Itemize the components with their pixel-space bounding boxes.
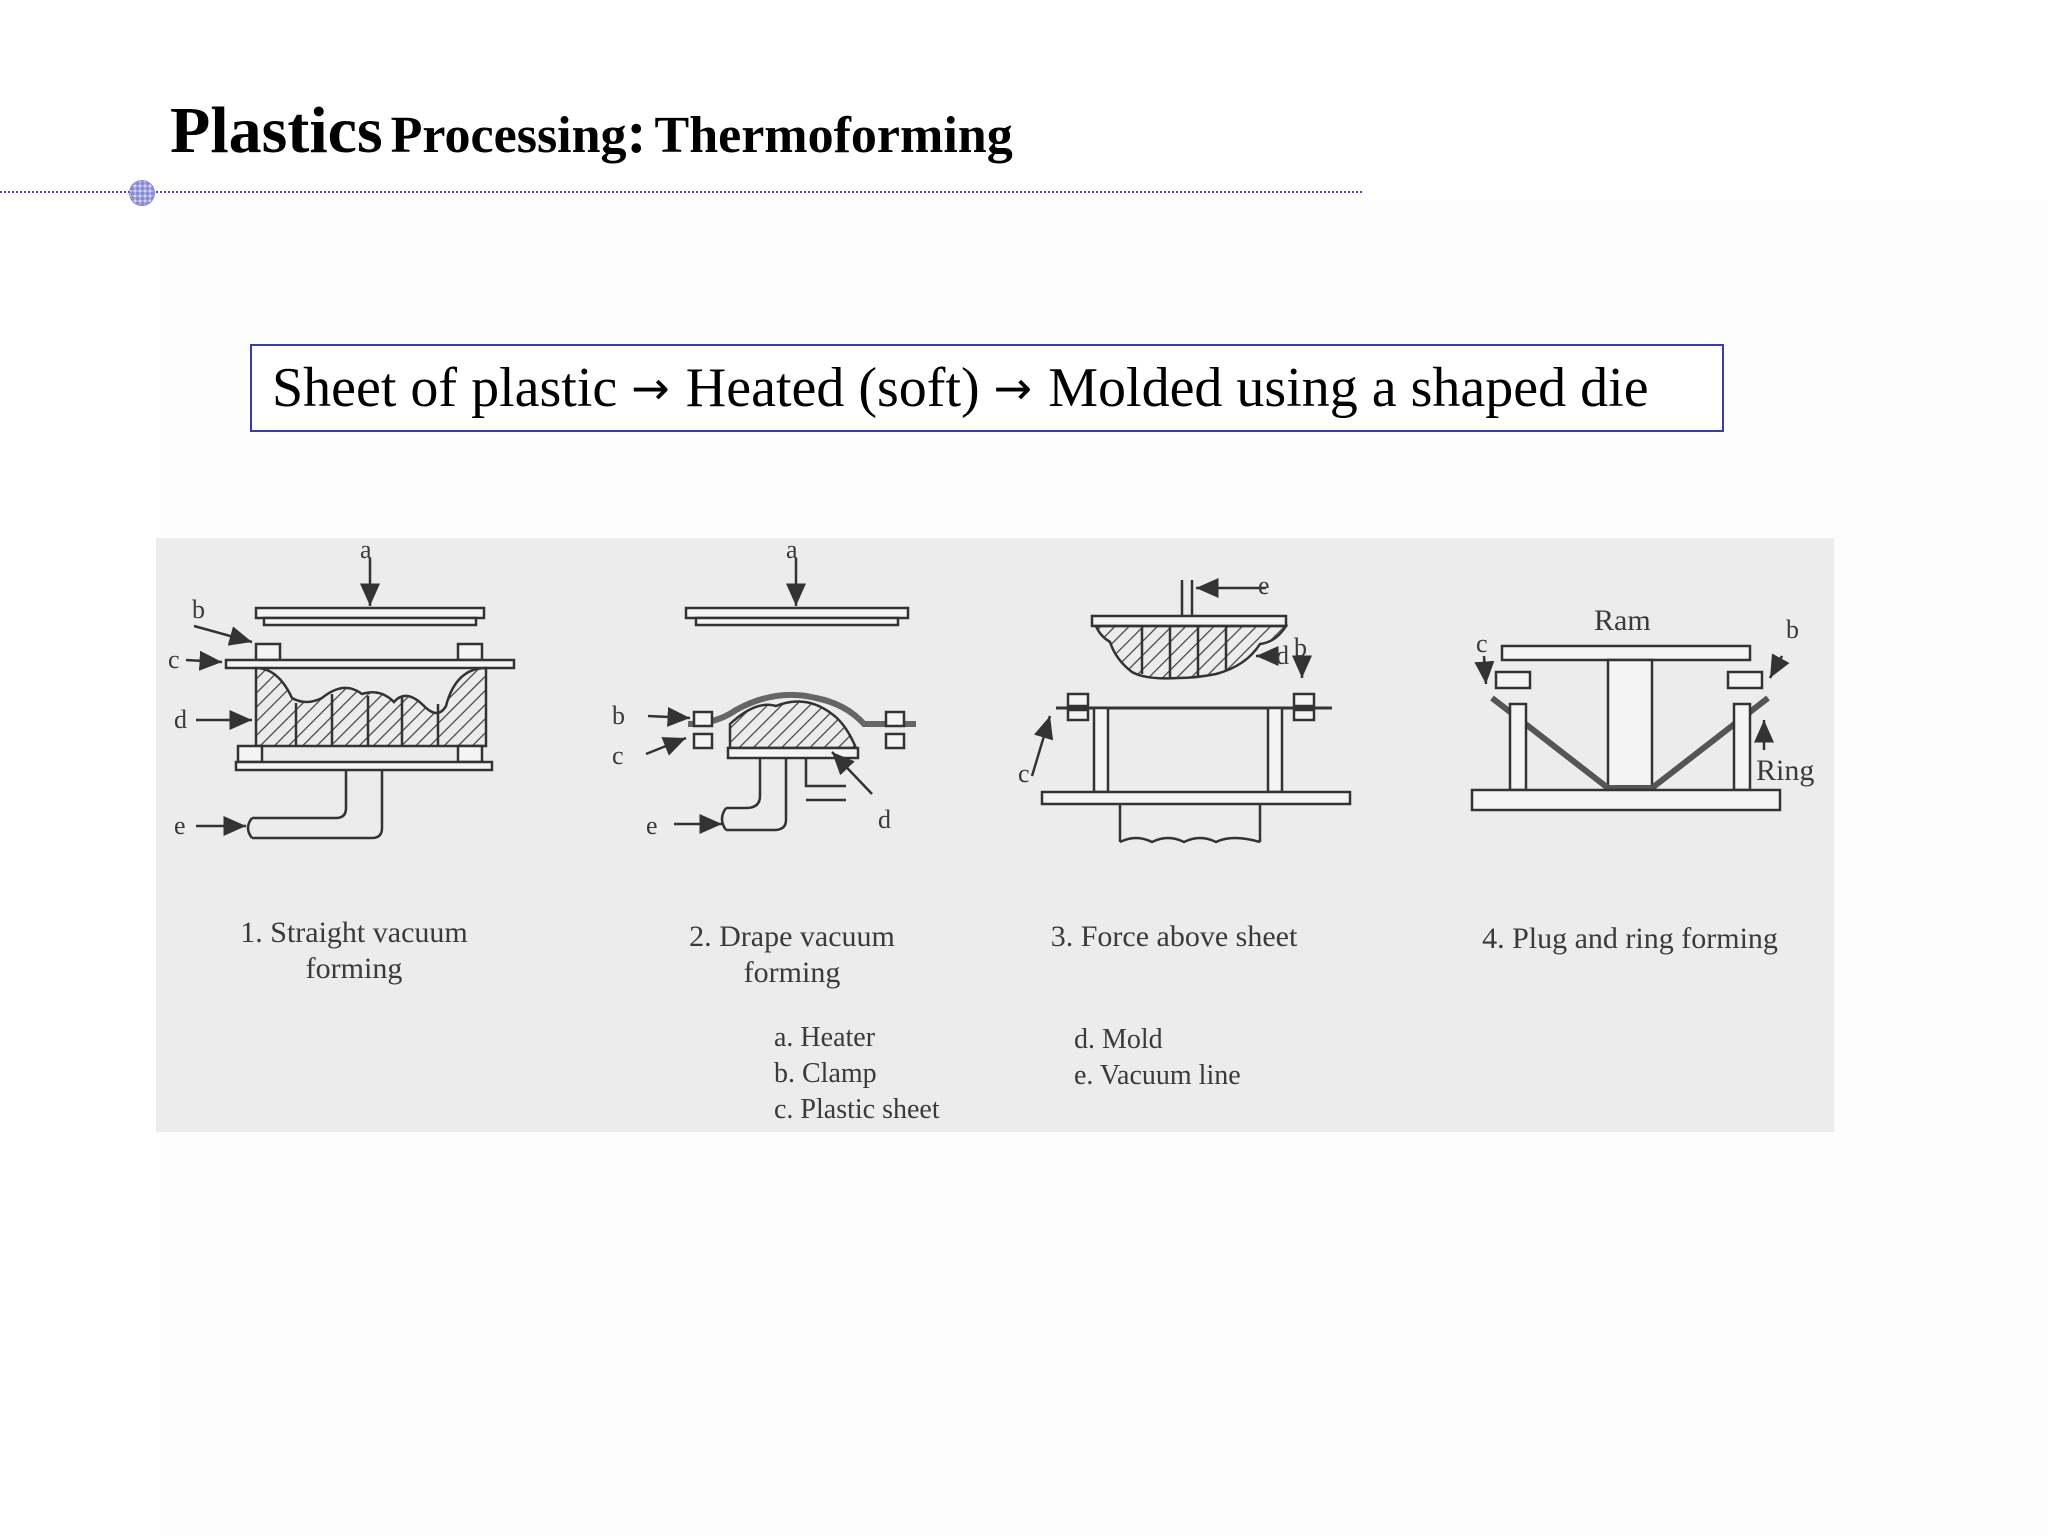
callout-1-e: e [174,811,186,840]
page-title: Plastics Processing: Thermoforming [170,98,1013,164]
callout-1-c: c [168,645,180,674]
ring-label: Ring [1756,754,1814,787]
callout-4-b: b [1786,615,1799,644]
ram-label: Ram [1594,604,1651,637]
divider-bullet-icon [129,180,155,206]
method3-caption: 3. Force above sheet [1051,920,1298,953]
callout-1-a: a [360,538,372,564]
process-step-molded: Molded using a shaped die [1048,357,1649,419]
title-divider [0,191,1362,193]
method2-caption: 2. Drape vacuum [689,920,895,953]
callout-3-b: b [1294,633,1307,662]
callout-3-d: d [1276,641,1289,670]
title-part-plastics: Plastics [170,94,383,167]
thermoforming-diagram: a b c d e a b c e d e d b c Ram Ring c b… [168,538,1814,1125]
diagram-legend: a. Heater b. Clamp c. Plastic sheet d. M… [774,1022,1241,1125]
legend-item-clamp: b. Clamp [774,1058,877,1089]
process-step-heated: Heated (soft) [685,357,980,419]
arrow-right-icon: → [631,361,670,415]
thermoforming-methods-figure: a b c d e a b c e d e d b c Ram Ring c b… [156,538,1834,1132]
method1-diagram [185,558,516,840]
method1-caption: 1. Straight vacuum [240,916,467,949]
method2-caption-line2: forming [744,956,841,989]
callout-3-e: e [1258,571,1270,600]
title-colon: : [626,99,647,165]
method4-diagram [1470,644,1790,812]
method3-diagram [1030,578,1352,844]
legend-item-vacuum-line: e. Vacuum line [1074,1060,1241,1091]
method2-diagram [645,558,916,834]
process-step-sheet: Sheet of plastic [272,357,618,419]
legend-item-plastic-sheet: c. Plastic sheet [774,1094,940,1125]
callout-4-c: c [1476,629,1488,658]
callout-2-a: a [786,538,798,564]
callout-2-d: d [878,805,891,834]
legend-item-heater: a. Heater [774,1022,876,1053]
arrow-right-icon: → [993,361,1033,415]
method-captions: 1. Straight vacuum forming 2. Drape vacu… [240,916,1778,989]
callout-1-b: b [192,595,205,624]
callout-2-b: b [612,701,625,730]
callout-2-c: c [612,741,624,770]
callout-2-e: e [646,811,658,840]
title-part-processing: Processing [390,107,627,164]
method4-caption: 4. Plug and ring forming [1482,922,1778,955]
callout-3-c: c [1018,759,1030,788]
callout-labels: a b c d e a b c e d e d b c Ram Ring c b [168,538,1814,840]
callout-1-d: d [174,705,187,734]
method1-caption-line2: forming [306,952,403,985]
process-summary-box: Sheet of plastic → Heated (soft) → Molde… [250,344,1724,432]
legend-item-mold: d. Mold [1074,1024,1163,1055]
title-part-thermoforming: Thermoforming [654,107,1013,164]
